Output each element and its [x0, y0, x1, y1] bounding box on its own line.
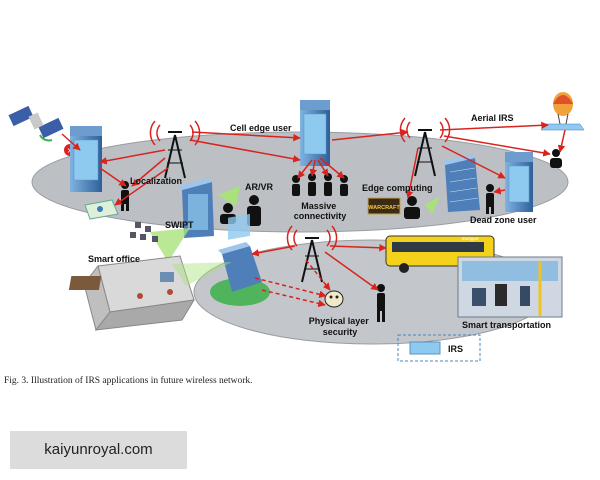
label-massive-connectivity: Massive connectivity [294, 201, 347, 221]
cell-tower-left-icon [149, 120, 201, 179]
game-logo-text: WARCRAFT [368, 205, 400, 211]
irs-legend: IRS [397, 334, 481, 362]
dead-zone-user-icon [486, 184, 494, 214]
eavesdropper-icon [324, 290, 344, 308]
cell-tower-lower-icon [286, 225, 338, 283]
eavesdrop-links [254, 259, 331, 308]
label-edge-computing: Edge computing [362, 183, 433, 193]
swipt-building [178, 178, 214, 238]
label-cell-edge-user: Cell edge user [230, 123, 292, 133]
smart-office-room [68, 255, 195, 332]
label-ar-vr: AR/VR [245, 182, 274, 192]
edge-computing-beam [425, 196, 440, 214]
edge-computing-building [442, 154, 480, 212]
irs-tower-left [70, 126, 102, 192]
bus-sign: Stuttgart [461, 236, 479, 241]
label-swipt: SWIPT [165, 220, 194, 230]
legend-irs-label: IRS [448, 344, 463, 354]
swipt-beam [150, 228, 190, 262]
map-tile-icon [84, 199, 119, 220]
game-logo: WARCRAFT [367, 197, 401, 215]
irs-tower-right [505, 152, 533, 212]
irs-tower-center [300, 100, 330, 166]
legit-user-lower-icon [377, 284, 385, 322]
bus-interior-photo [457, 256, 563, 318]
signal-links [61, 121, 566, 291]
label-aerial-irs: Aerial IRS [471, 113, 514, 123]
ar-vr-beam [218, 186, 240, 206]
watermark-banner: kaiyunroyal.com [10, 431, 187, 469]
satellite-icon [8, 105, 64, 142]
label-physical-layer-security: Physical layer security [309, 316, 372, 337]
sensor-devices-icon [130, 222, 158, 242]
label-smart-office: Smart office [88, 254, 140, 264]
irs-building-lower [210, 213, 270, 306]
label-dead-zone-user: Dead zone user [470, 215, 537, 225]
smart-office-beam [172, 262, 232, 286]
label-localization: Localization [130, 176, 182, 186]
label-smart-transportation: Smart transportation [462, 320, 551, 330]
figure-caption: Fig. 3. Illustration of IRS applications… [4, 375, 253, 386]
